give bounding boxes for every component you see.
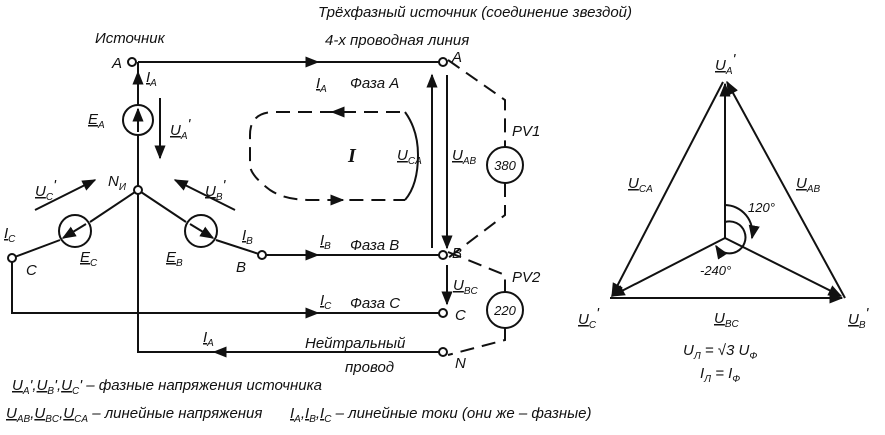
ub-prime-arrow	[173, 179, 236, 211]
phasor-label-ua: UA'	[715, 51, 737, 77]
legend-line-currents: IA,IB,IC – линейные токи (они же – фазны…	[290, 405, 592, 425]
node-c-source: C	[26, 262, 37, 279]
label-ua-prime: UA'	[170, 116, 192, 142]
wires	[11, 56, 443, 358]
phasor-label-uc: UC'	[578, 305, 600, 331]
uc-prime-arrow	[34, 179, 97, 211]
source-eb	[184, 214, 218, 248]
phasor-label-uab: UAB	[796, 175, 821, 195]
loop-right-arc	[404, 111, 420, 201]
phasor-diagram	[610, 80, 846, 304]
terminals	[7, 57, 448, 357]
source-label: Источник	[95, 30, 166, 47]
label-ubc: UBC	[453, 277, 479, 297]
angle-arc-120	[724, 204, 760, 240]
phasor-uc	[610, 237, 726, 297]
node-n-source: NИ	[108, 173, 127, 193]
label-ec: EC	[80, 249, 98, 269]
node-a-source: A	[111, 55, 122, 72]
node-n-load: N	[455, 355, 466, 372]
phasor-uca-line	[611, 81, 724, 298]
formula-current: IЛ = IФ	[700, 365, 740, 385]
phasor-label-ub: UB'	[848, 305, 870, 331]
label-ib-line: IB	[320, 232, 331, 252]
label-ia-line: IA	[316, 75, 327, 95]
angle-120-label: 120°	[748, 200, 775, 215]
neutral-node	[133, 185, 143, 195]
label-ib-source: IB	[242, 227, 253, 247]
voltmeter-pv2	[486, 291, 524, 329]
loop-label: I	[347, 145, 357, 167]
pv2-leads	[447, 251, 506, 356]
legend-line-voltages: UAB,UBC,UCA – линейные напряжения	[6, 405, 262, 425]
phasor-ub	[724, 237, 843, 297]
phasor-uab-line	[726, 80, 846, 299]
line-label: 4-х проводная линия	[325, 32, 469, 49]
label-ic-line: IC	[320, 292, 332, 312]
source-ec	[58, 214, 92, 248]
label-ea: EA	[88, 111, 105, 131]
formula-voltage: UЛ = √3 UФ	[683, 342, 757, 362]
pv1-leads	[447, 59, 506, 259]
source-ea	[122, 104, 154, 136]
label-eb: EB	[166, 249, 183, 269]
angle-240-label: -240°	[700, 263, 731, 278]
pv2-value: 220	[493, 303, 516, 318]
label-ia-neutral: IA	[203, 329, 214, 349]
label-ic-source: IC	[4, 225, 16, 245]
phase-b-label: Фаза B	[350, 237, 399, 254]
label-uc-prime: UC'	[35, 177, 57, 203]
phase-c-label: Фаза C	[350, 295, 400, 312]
label-ub-prime: UB'	[205, 177, 227, 203]
phasor-label-uca: UCA	[628, 175, 653, 195]
loop-contour	[249, 111, 405, 201]
neutral-label-1: Нейтральный	[305, 335, 406, 352]
label-uca: UCA	[397, 147, 422, 167]
pv1-value: 380	[494, 158, 516, 173]
node-c-load: C	[455, 307, 466, 324]
phase-a-label: Фаза A	[350, 75, 399, 92]
pv1-label: PV1	[512, 123, 540, 140]
angle-arc-240	[715, 220, 747, 260]
node-a-load: A	[451, 49, 462, 66]
neutral-label-2: провод	[345, 359, 394, 376]
voltmeter-pv1	[486, 146, 524, 184]
phasor-label-ubc: UBC	[714, 310, 740, 330]
legend-phase-voltages: UA',UB',UC' – фазные напряжения источник…	[12, 377, 322, 397]
label-uab: UAB	[452, 147, 477, 167]
node-b-load: B	[452, 245, 462, 262]
node-b-source: B	[236, 259, 246, 276]
label-ia-source: IA	[146, 69, 157, 89]
diagram-title: Трёхфазный источник (соединение звездой)	[318, 4, 632, 21]
pv2-label: PV2	[512, 269, 541, 286]
